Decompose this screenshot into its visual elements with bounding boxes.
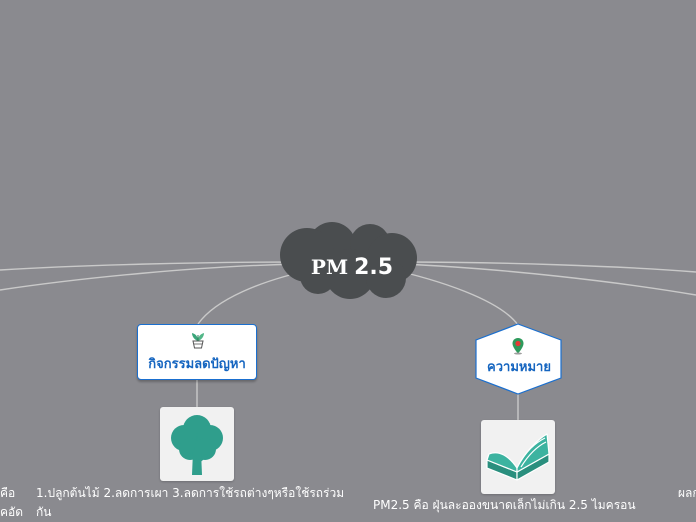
meaning-text-line-1: PM2.5 คือ ฝุ่นละอองขนาดเล็กไม่เกิน 2.5 ไ…: [373, 498, 636, 512]
root-cloud[interactable]: [280, 222, 417, 299]
root-topic-label[interactable]: PM 2.5: [290, 250, 414, 284]
connector-right-upper: [399, 261, 696, 273]
connector-right-lower: [399, 263, 696, 296]
connector-left-upper: [0, 261, 301, 271]
map-pin-icon: [512, 338, 524, 355]
activities-topic-label: กิจกรรมลดปัญหา: [148, 357, 246, 372]
open-book-icon: [486, 433, 550, 481]
potted-plant-icon: [192, 333, 204, 349]
connector-left-lower: [0, 263, 301, 291]
meaning-topic-hexagon[interactable]: [475, 323, 562, 395]
tree-icon: [171, 415, 223, 475]
book-image-card[interactable]: [481, 420, 555, 494]
root-number: 2.5: [354, 254, 394, 280]
activities-text-line-2: กัน: [36, 505, 52, 519]
activities-topic-node[interactable]: กิจกรรมลดปัญหา: [137, 324, 257, 380]
root-prefix: PM: [310, 255, 349, 279]
activities-text-line-1: 1.ปลูกต้นไม้ 2.ลดการเผา 3.ลดการใช้รถต่าง…: [36, 486, 345, 500]
left-edge-fragment-top: คือ: [0, 486, 16, 500]
left-edge-fragment-bottom: คอัด: [0, 505, 24, 519]
meaning-topic-label[interactable]: ความหมาย: [487, 360, 551, 375]
right-edge-fragment: ผลก: [678, 486, 696, 500]
tree-image-card[interactable]: [160, 407, 234, 481]
